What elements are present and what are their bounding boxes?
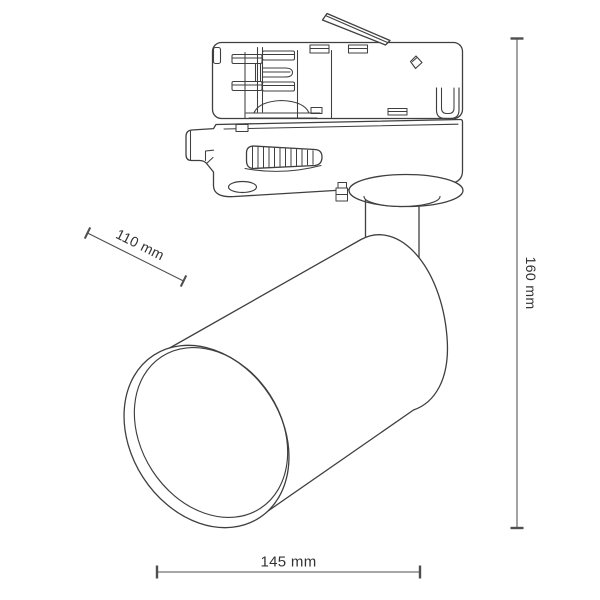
adapter-latch-details xyxy=(189,130,215,165)
track-adapter-lower-housing xyxy=(185,118,464,208)
adapter-dome-side-block xyxy=(310,107,323,114)
adapter-dome xyxy=(253,99,310,114)
adapter-upper-body xyxy=(211,41,464,120)
dim-110-tick-right xyxy=(179,274,188,288)
adapter-lever-edge-line xyxy=(325,15,389,44)
adapter-central-contacts xyxy=(256,46,296,113)
adapter-diamond-detail xyxy=(409,55,423,70)
spotlight-head xyxy=(123,234,449,529)
dimension-total-width xyxy=(155,565,422,579)
dim-110-tick-left xyxy=(83,226,92,240)
adapter-left-slot xyxy=(212,46,222,65)
adapter-wheel-ribs xyxy=(252,145,314,169)
dimension-head-diameter xyxy=(83,226,188,288)
contact-tab-1 xyxy=(261,50,296,61)
track-adapter-upper-housing xyxy=(211,12,464,120)
adapter-top-slots xyxy=(309,44,369,54)
adapter-top-tab xyxy=(235,123,249,133)
adapter-u-cutout-outer xyxy=(435,87,460,120)
cylinder-body-outline xyxy=(151,234,449,517)
adapter-dome-base xyxy=(245,112,321,119)
adapter-u-cutout-inner xyxy=(440,87,455,115)
adapter-wheel-housing-arc xyxy=(244,164,322,172)
dim-label-145mm: 145 mm xyxy=(261,554,317,571)
adapter-oval-hole xyxy=(227,180,258,194)
adapter-disc-collar xyxy=(363,195,441,208)
dim-110-line xyxy=(87,232,184,282)
contact-tab-2 xyxy=(261,67,294,78)
disc-clip-top xyxy=(337,182,347,189)
dimension-total-height xyxy=(510,37,524,530)
adapter-lower-body-top-lip xyxy=(223,123,459,130)
adapter-diamond-inner-line xyxy=(412,57,417,62)
dimension-annotations xyxy=(83,37,524,579)
dim-label-160mm: 160 mm xyxy=(522,256,538,309)
contact-bar-connector xyxy=(254,62,262,83)
adapter-knurled-wheel xyxy=(245,145,323,170)
product-linework xyxy=(123,12,464,529)
cylinder-rim-inner xyxy=(133,346,289,519)
contact-tab-3 xyxy=(261,81,296,92)
